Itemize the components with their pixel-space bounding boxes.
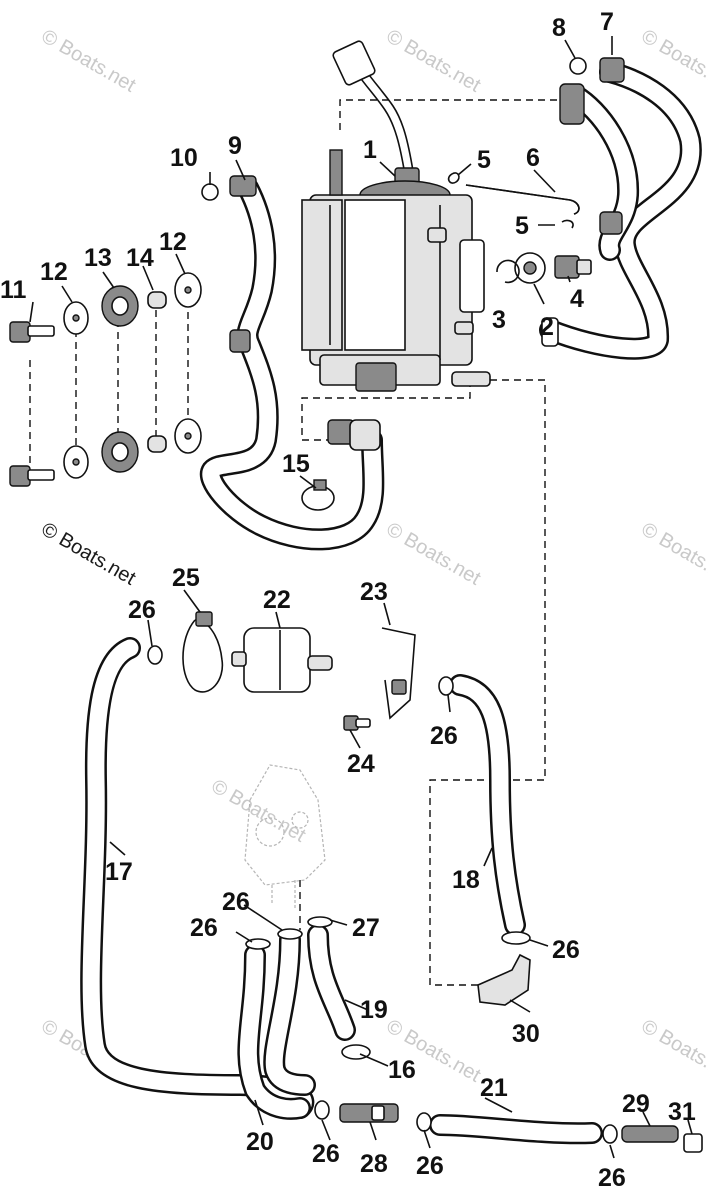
watermark: © Boats.net	[38, 25, 140, 97]
callout-5: 5	[515, 212, 529, 240]
callout-8: 8	[552, 14, 566, 42]
callout-21: 21	[480, 1074, 508, 1102]
callout-7: 7	[600, 8, 614, 36]
fuel-hose-7	[539, 57, 702, 360]
callout-25: 25	[172, 564, 200, 592]
callout-12: 12	[40, 258, 68, 286]
assembly-lines	[29, 99, 566, 986]
watermark: © Boats.net	[38, 518, 140, 590]
callout-29: 29	[622, 1090, 650, 1118]
callout-27: 27	[352, 914, 380, 942]
callout-26: 26	[222, 888, 250, 916]
callout-26: 26	[416, 1152, 444, 1180]
fuel-pump-outline	[244, 764, 326, 910]
leader-lines	[29, 36, 693, 1159]
hose-clamps	[147, 645, 703, 1153]
callout-26: 26	[430, 722, 458, 750]
callout-1: 1	[363, 136, 377, 164]
callout-labels: 1 2 3 4 5 5 6 7 8 9 10 11 12 12 13 14 15…	[0, 8, 696, 1192]
callout-14: 14	[126, 244, 154, 272]
watermark: © Boats.net	[383, 518, 485, 590]
callout-28: 28	[360, 1150, 388, 1178]
callout-3: 3	[492, 306, 506, 334]
watermark: © Boats.net	[638, 1015, 708, 1087]
callout-26: 26	[552, 936, 580, 964]
callout-30: 30	[512, 1020, 540, 1048]
callout-4: 4	[570, 285, 584, 313]
callout-24: 24	[347, 750, 375, 778]
callout-31: 31	[668, 1098, 696, 1126]
callout-26: 26	[312, 1140, 340, 1168]
callout-23: 23	[360, 578, 388, 606]
callout-26: 26	[190, 914, 218, 942]
callout-15: 15	[282, 450, 310, 478]
callout-6: 6	[526, 144, 540, 172]
callout-9: 9	[228, 132, 242, 160]
lower-fuel-hoses	[80, 637, 603, 1145]
callout-18: 18	[452, 866, 480, 894]
callout-26: 26	[128, 596, 156, 624]
callout-20: 20	[246, 1128, 274, 1156]
callout-12: 12	[159, 228, 187, 256]
callout-19: 19	[360, 996, 388, 1024]
vapor-separator-tank	[301, 40, 491, 392]
fuel-hose-9	[199, 175, 385, 551]
callout-5: 5	[477, 146, 491, 174]
fittings-2-6	[447, 172, 592, 284]
callout-17: 17	[105, 858, 133, 886]
callout-16: 16	[388, 1056, 416, 1084]
callout-26: 26	[598, 1164, 626, 1192]
callout-22: 22	[263, 586, 291, 614]
inline-fuel-filter	[182, 611, 416, 731]
callout-11: 11	[0, 276, 27, 304]
callout-10: 10	[170, 144, 198, 172]
callout-13: 13	[84, 244, 112, 272]
mounting-hardware	[9, 272, 202, 487]
watermark: © Boats.net	[638, 518, 708, 590]
callout-2: 2	[540, 313, 554, 341]
watermark: © Boats.net	[383, 25, 485, 97]
